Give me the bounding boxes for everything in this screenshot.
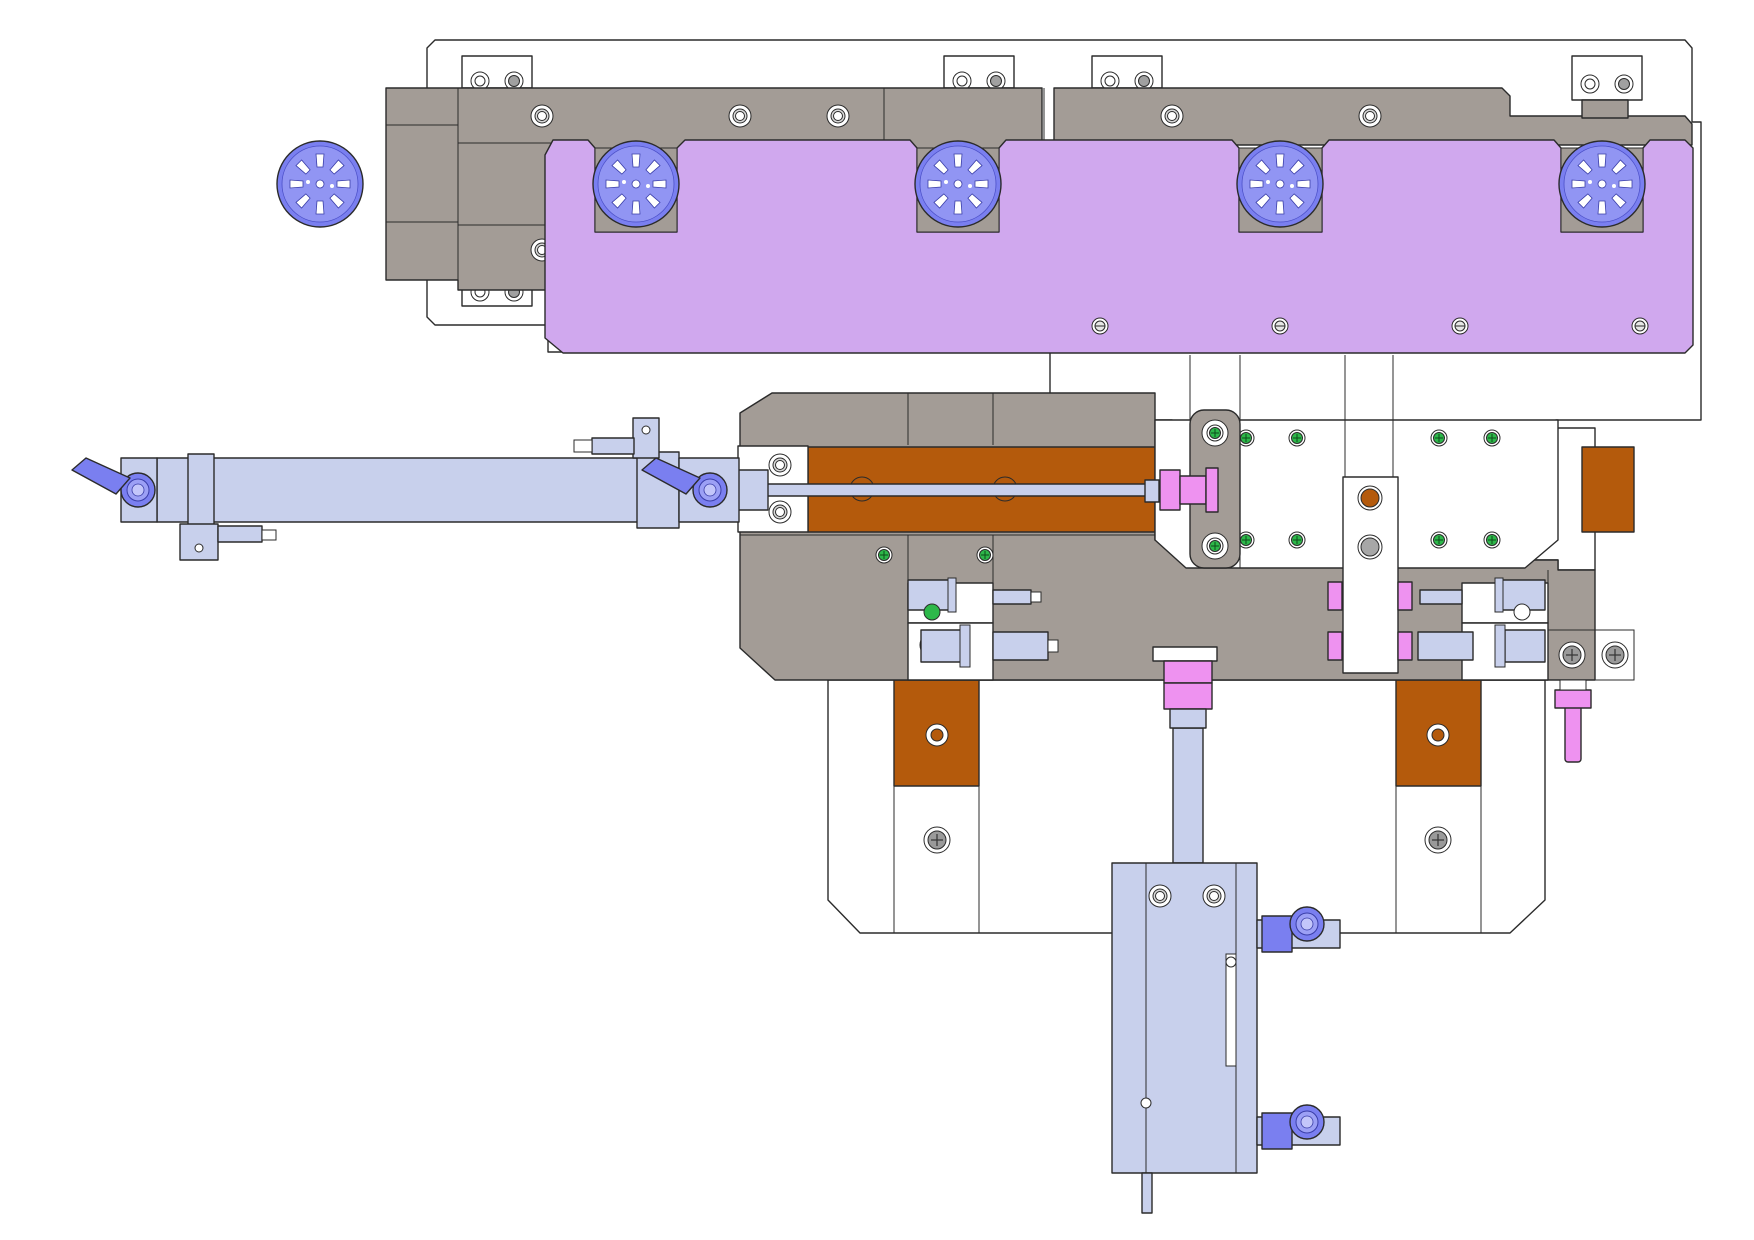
green-screw (1430, 429, 1448, 447)
copper-guide-rail-end (1581, 446, 1635, 533)
slotted-screw (1271, 317, 1289, 335)
green-screw (1483, 429, 1501, 447)
mounting-ear (943, 55, 1015, 91)
copper-slide-pad (893, 679, 980, 787)
gray-screw (923, 826, 951, 854)
pneumatic-cylinder-vertical (1111, 646, 1341, 1214)
gray-screw (1558, 641, 1586, 669)
blue-rotor-part (914, 140, 1002, 228)
slotted-screw (1451, 317, 1469, 335)
stop-block (1417, 577, 1549, 681)
screw-hole (1160, 104, 1184, 128)
slotted-screw (1631, 317, 1649, 335)
blue-rotor-part-loose (276, 140, 364, 228)
pneumatic-cylinder-horizontal (71, 417, 1161, 561)
pink-nut (1327, 581, 1413, 661)
blue-rotor-part (1558, 140, 1646, 228)
mounting-ear (461, 55, 533, 91)
mounting-ear (1091, 55, 1163, 91)
lavender-fixture-plate (544, 139, 1694, 354)
rail-end-stop (1581, 99, 1629, 119)
vertical-guide-bar (1342, 476, 1399, 674)
screw-hole (768, 453, 792, 477)
pink-standoff (1554, 679, 1592, 763)
mounting-ear (1571, 55, 1643, 101)
screw-hole (826, 104, 850, 128)
gray-screw (1601, 641, 1629, 669)
stop-block (907, 577, 1059, 681)
screw-hole (728, 104, 752, 128)
green-screw (1288, 429, 1306, 447)
slotted-screw (1091, 317, 1109, 335)
green-screw (976, 546, 994, 564)
green-screw (1483, 531, 1501, 549)
screw-hole (1358, 104, 1382, 128)
green-screw (875, 546, 893, 564)
blue-rotor-part (592, 140, 680, 228)
gray-screw (1424, 826, 1452, 854)
pink-rod-coupler (1144, 467, 1219, 513)
screw-hole (768, 500, 792, 524)
green-screw (1288, 531, 1306, 549)
copper-slide-pad (1395, 679, 1482, 787)
blue-rotor-part (1236, 140, 1324, 228)
screw-hole (530, 104, 554, 128)
green-screw (1430, 531, 1448, 549)
